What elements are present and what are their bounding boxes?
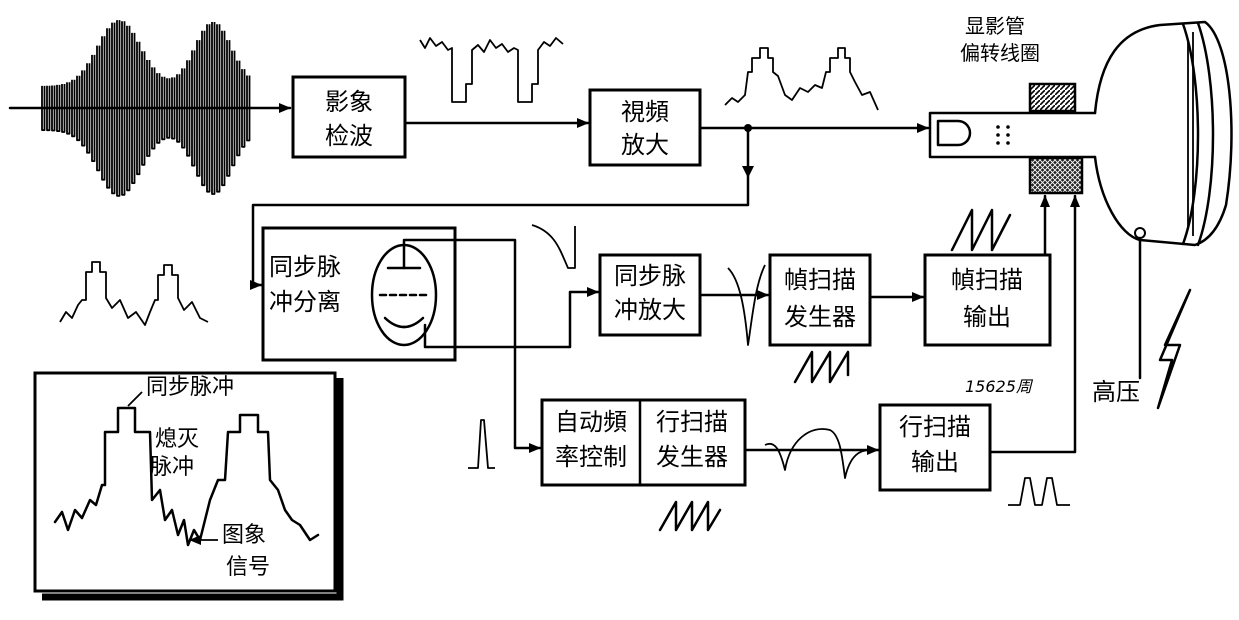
sync-amplifier-label-2: 冲放大 <box>614 296 686 324</box>
crt-screen-face <box>1181 21 1215 247</box>
signal-line-to-sync-separator <box>250 126 750 290</box>
video-waveform-positive-sync <box>724 47 879 111</box>
video-amplifier-label-2: 放大 <box>621 131 669 159</box>
crt-neck <box>928 111 1097 159</box>
inset-blanking-label-1: 熄灭 <box>155 427 199 452</box>
lightning-icon <box>1156 288 1192 410</box>
crt-bulb <box>1093 20 1233 247</box>
frame-sawtooth-waveform-upper <box>950 208 1012 252</box>
sync-amplifier-label-1: 同步脉 <box>614 262 686 290</box>
block-afc-and-line-generator <box>540 398 747 487</box>
deflection-coil-top <box>1028 82 1077 113</box>
inset-frame <box>33 371 337 593</box>
afc-label-2: 率控制 <box>555 443 627 471</box>
rf-input-waveform <box>41 20 251 197</box>
frame-sawtooth-waveform-lower <box>793 350 850 384</box>
video-detector-label-1: 影象 <box>325 88 373 116</box>
signal-line-separator-to-sync-amp <box>423 287 600 349</box>
block-line-scan-output <box>878 403 992 492</box>
signal-line-separator-to-afc <box>402 238 542 453</box>
afc-pulse-waveform <box>468 419 495 469</box>
line-sawtooth-waveform <box>658 500 722 532</box>
block-sync-amplifier <box>598 253 702 337</box>
inset-picture-label-2: 信号 <box>226 555 270 580</box>
inset-frame-shadow <box>42 378 344 601</box>
signal-line-line-out-to-coil <box>988 194 1080 454</box>
video-detector-label-2: 检波 <box>325 122 373 150</box>
deflection-coil-bottom <box>1028 156 1084 195</box>
afc-label-1: 自动頻 <box>555 408 627 436</box>
sync-pulse-pointer <box>127 391 143 407</box>
gun-electrodes <box>996 125 1010 145</box>
high-voltage-label: 高压 <box>1092 378 1140 406</box>
frame-sync-spike-waveform <box>727 264 766 346</box>
line-frequency-label: 15625周 <box>965 377 1034 396</box>
crt-screen-lines <box>1187 32 1194 236</box>
frame-scan-output-label-2: 输出 <box>963 303 1011 331</box>
composite-waveform-left <box>59 261 209 326</box>
sync-separator-label-2: 冲分离 <box>269 288 341 316</box>
inset-sync-pulse-label: 同步脉冲 <box>146 375 234 400</box>
deflection-coil-label: 偏转线圈 <box>960 41 1040 65</box>
arrow-down-icon <box>742 166 754 178</box>
frame-scan-generator-label-1: 幀扫描 <box>784 266 856 294</box>
inset-composite-waveform <box>53 406 320 547</box>
line-scan-output-label-2: 输出 <box>911 448 959 476</box>
video-amplifier-label-1: 視頻 <box>621 98 669 126</box>
line-scan-generator-label-2: 发生器 <box>656 443 728 471</box>
line-drive-waveform <box>764 428 871 479</box>
inset-blanking-label-2: 脉冲 <box>150 455 194 480</box>
tube-cathode <box>383 316 425 329</box>
electron-gun-icon <box>936 119 972 147</box>
frame-scan-output-label-1: 幀扫描 <box>951 266 1023 294</box>
line-scan-output-label-1: 行扫描 <box>899 413 971 441</box>
crt-tube-label: 显影管 <box>965 14 1025 38</box>
block-frame-scan-output <box>923 253 1052 347</box>
video-waveform-negative-sync <box>419 37 564 103</box>
frame-scan-generator-label-2: 发生器 <box>784 303 856 331</box>
sync-separator-label-1: 同步脉 <box>269 253 341 281</box>
line-output-pulse-waveform <box>1008 477 1070 506</box>
block-video-detector <box>291 75 407 159</box>
block-frame-scan-generator <box>768 253 872 347</box>
inset-picture-label-1: 图象 <box>222 523 266 548</box>
line-scan-generator-label-1: 行扫描 <box>656 408 728 436</box>
high-voltage-anode-cap <box>1134 227 1146 239</box>
sync-pulse-waveform <box>531 224 576 269</box>
